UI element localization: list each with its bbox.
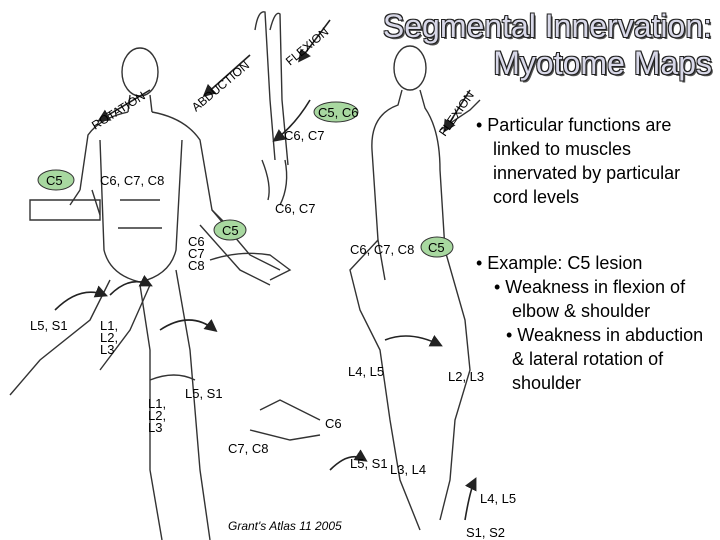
title-line-2: Myotome Maps: [493, 45, 712, 81]
seg-s1-s2-foot: S1, S2: [466, 525, 505, 540]
bullet-1-line-4: cord levels: [493, 187, 580, 207]
bullet-2-line-1: • Example: C5 lesion: [476, 253, 643, 273]
bullet-3: • Weakness in flexion of elbow & shoulde…: [494, 275, 716, 323]
seg-c5-mid: C5: [222, 223, 239, 238]
seg-c6-c7-upper: C6, C7: [284, 128, 324, 143]
bullet-3-line-1: • Weakness in flexion of: [494, 277, 686, 297]
seg-c7: C7: [188, 246, 205, 261]
seg-c6-c7-mid: C6, C7: [275, 201, 315, 216]
movement-arrows: [54, 19, 477, 521]
c5-highlights: [37, 101, 454, 258]
bullet-1-line-3: innervated by particular: [493, 163, 681, 183]
bullet-3-line-2: elbow & shoulder: [512, 301, 651, 321]
seg-l3b: L3: [148, 420, 162, 435]
bullet-1-line-1: • Particular functions are: [476, 115, 672, 135]
bullet-4-line-2: & lateral rotation of: [512, 349, 664, 369]
seg-l5-s1-foot: L5, S1: [350, 456, 388, 471]
seg-l2: L2,: [100, 330, 118, 345]
seg-l2b: L2,: [148, 408, 166, 423]
seg-c7-c8-hand: C7, C8: [228, 441, 268, 456]
figure-side-body: [209, 45, 481, 531]
bullet-4-line-1: • Weakness in abduction: [506, 325, 704, 345]
bullet-1: • Particular functions are linked to mus…: [476, 113, 716, 209]
seg-c6-c7-c8-right: C6, C7, C8: [350, 242, 414, 257]
seg-c5-left: C5: [46, 173, 63, 188]
seg-c6: C6: [188, 234, 205, 249]
seg-l5-s1-mid: L5, S1: [185, 386, 223, 401]
seg-l3: L3: [100, 342, 114, 357]
seg-c5-right: C5: [428, 240, 445, 255]
label-rotation: ROTATION: [89, 89, 147, 133]
seg-l1b: L1,: [148, 396, 166, 411]
seg-c8: C8: [188, 258, 205, 273]
bullet-4: • Weakness in abduction & lateral rotati…: [506, 323, 716, 395]
seg-l1: L1,: [100, 318, 118, 333]
seg-l3-l4-foot: L3, L4: [390, 462, 426, 477]
label-flexion-top: FLEXION: [283, 25, 331, 69]
seg-c5-c6-upper: C5, C6: [318, 105, 358, 120]
bullet-4-line-3: shoulder: [512, 373, 582, 393]
seg-l4-l5-right: L4, L5: [348, 364, 384, 379]
bullet-2: • Example: C5 lesion: [476, 251, 716, 275]
image-caption: Grant's Atlas 11 2005: [228, 519, 342, 533]
slide-title: Segmental Innervation: Myotome Maps: [352, 8, 712, 82]
bullet-1-line-2: linked to muscles: [493, 139, 632, 159]
figure-front-body: [9, 47, 281, 540]
seg-l2-l3-right: L2, L3: [448, 369, 484, 384]
figure-raised-arm: [254, 11, 289, 206]
seg-c6-c7-c8: C6, C7, C8: [100, 173, 164, 188]
seg-l4-l5-foot: L4, L5: [480, 491, 516, 506]
seg-c6-hand: C6: [325, 416, 342, 431]
title-line-1: Segmental Innervation:: [382, 8, 712, 44]
label-abduction: ABDUCTION: [189, 58, 252, 114]
seg-l5-s1-left: L5, S1: [30, 318, 68, 333]
label-flexion-right: FLEXION: [436, 89, 477, 139]
